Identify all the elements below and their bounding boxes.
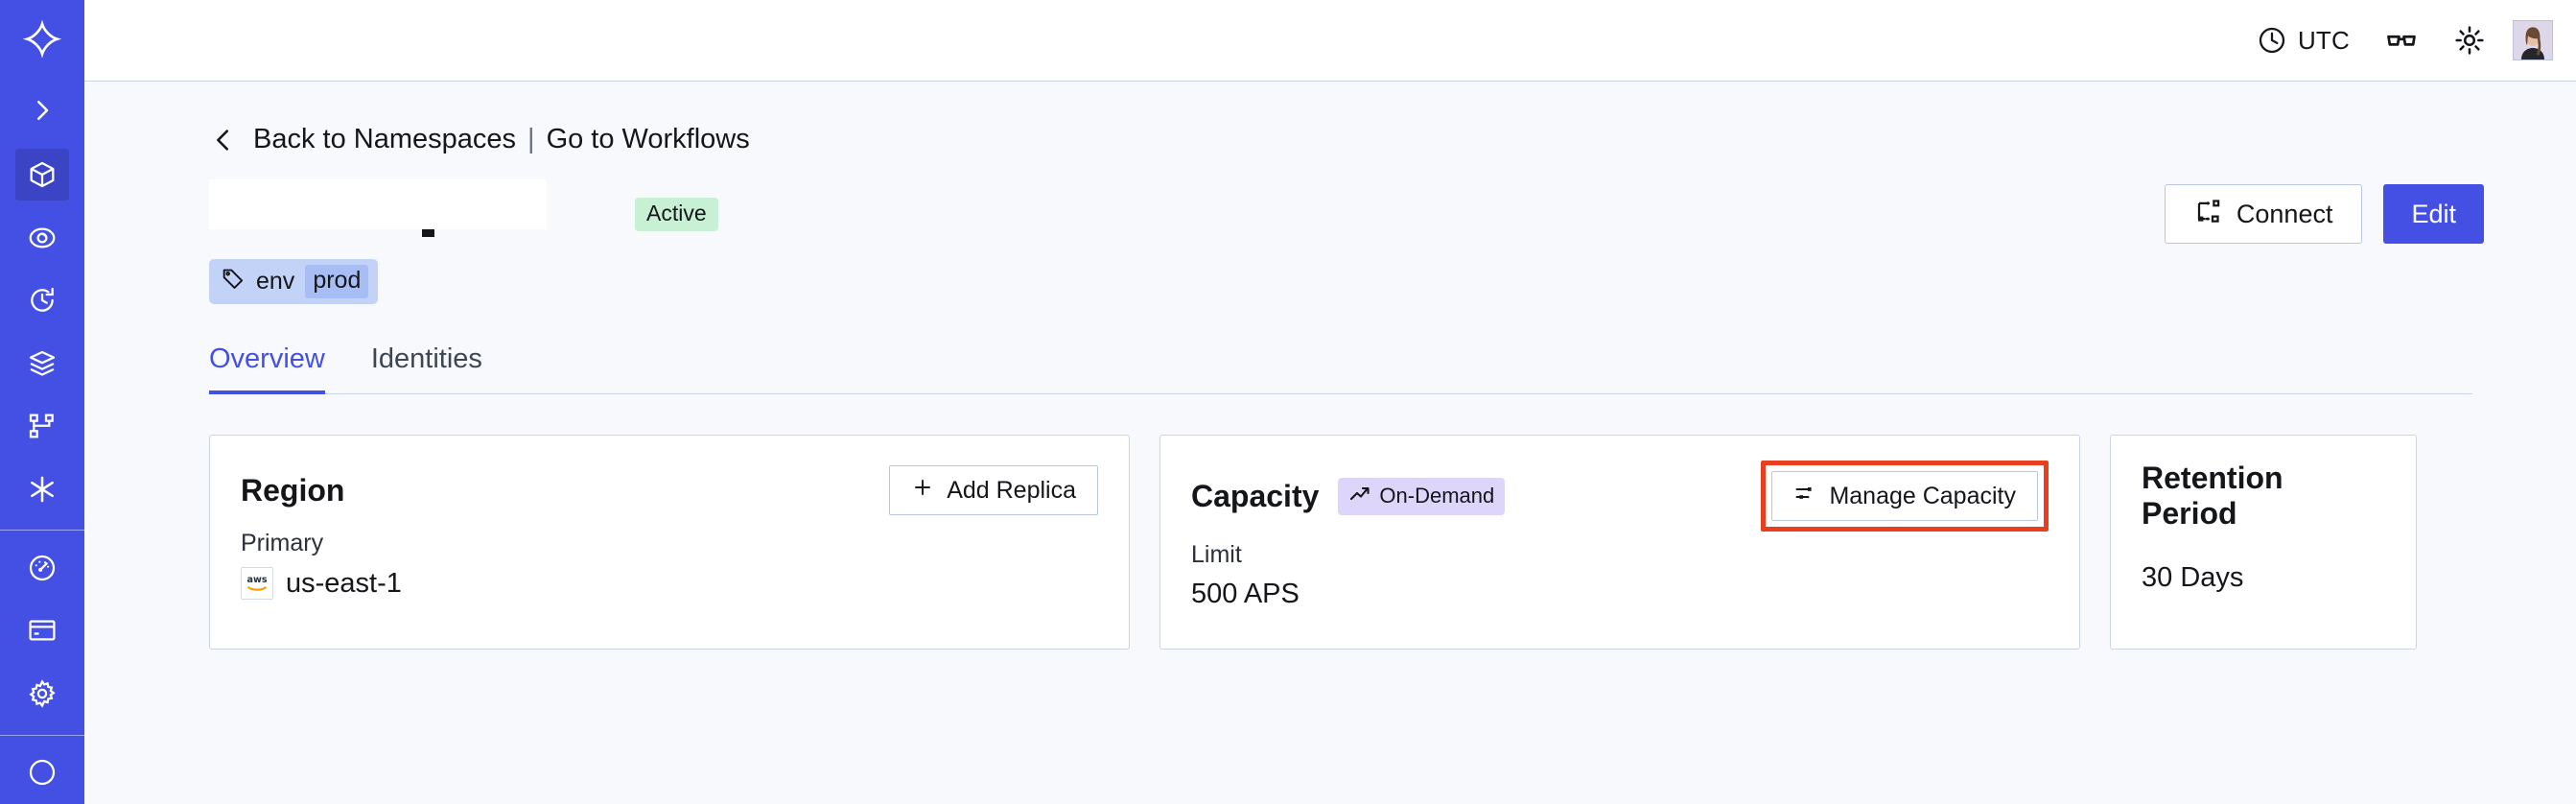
sidebar-divider-2 bbox=[0, 734, 84, 736]
tab-overview[interactable]: Overview bbox=[209, 343, 325, 394]
overview-cards: Region Add Replica bbox=[209, 435, 2484, 650]
add-replica-label: Add Replica bbox=[947, 476, 1076, 504]
expand-sidebar-button[interactable] bbox=[15, 84, 69, 135]
retention-card-title: Retention Period bbox=[2142, 461, 2283, 531]
tag-icon bbox=[221, 266, 246, 297]
tag-key: env bbox=[256, 268, 295, 295]
sidebar-item-settings[interactable] bbox=[15, 668, 69, 719]
app-logo[interactable] bbox=[0, 0, 84, 79]
region-primary-value-row: aws us-east-1 bbox=[241, 567, 1098, 600]
tab-identities[interactable]: Identities bbox=[370, 343, 482, 374]
title-redaction-artifact bbox=[422, 229, 434, 237]
manage-capacity-highlight: Manage Capacity bbox=[1761, 461, 2049, 532]
namespace-header-row: Active bbox=[209, 179, 2484, 244]
glasses-icon bbox=[2387, 35, 2416, 46]
capacity-mode-label: On-Demand bbox=[1379, 483, 1495, 508]
page-content: Back to Namespaces | Go to Workflows Act… bbox=[84, 82, 2576, 804]
tab-bar: Overview Identities bbox=[209, 343, 2472, 394]
namespace-actions: Connect Edit bbox=[2164, 184, 2484, 244]
go-to-workflows-link[interactable]: Go to Workflows bbox=[546, 124, 750, 154]
tag-value: prod bbox=[305, 265, 369, 298]
tag-env[interactable]: env prod bbox=[209, 259, 379, 304]
trending-up-glyph bbox=[1350, 486, 1370, 500]
region-card-header: Region Add Replica bbox=[241, 461, 1098, 520]
sliders-icon bbox=[1793, 482, 1816, 511]
region-card-title: Region bbox=[241, 472, 345, 508]
manage-capacity-label: Manage Capacity bbox=[1829, 482, 2016, 509]
connect-button[interactable]: Connect bbox=[2164, 184, 2363, 244]
chevron-left-icon bbox=[217, 129, 229, 151]
asterisk-icon bbox=[31, 476, 54, 502]
back-to-namespaces-link[interactable]: Back to Namespaces bbox=[253, 124, 517, 154]
add-replica-button[interactable]: Add Replica bbox=[889, 465, 1098, 515]
edit-button[interactable]: Edit bbox=[2383, 184, 2484, 244]
plus-icon bbox=[911, 476, 934, 506]
region-card: Region Add Replica bbox=[209, 435, 1130, 650]
sun-icon bbox=[2455, 26, 2484, 55]
help-circle-icon bbox=[29, 760, 56, 786]
capacity-limit-label: Limit bbox=[1191, 541, 1242, 568]
timezone-selector[interactable]: UTC bbox=[2239, 17, 2367, 63]
capacity-card-action: Manage Capacity bbox=[1761, 461, 2049, 532]
clock-icon bbox=[2259, 27, 2285, 54]
connect-flow-icon bbox=[2194, 197, 2223, 232]
plus-glyph bbox=[915, 479, 931, 495]
primary-sidebar bbox=[0, 0, 84, 804]
sidebar-divider-1 bbox=[0, 530, 84, 532]
namespace-tags: env prod bbox=[209, 259, 2484, 304]
history-clock-icon bbox=[31, 288, 54, 312]
gear-icon bbox=[29, 679, 56, 708]
capacity-card-header: Capacity On-Demand bbox=[1191, 461, 2049, 532]
sidebar-item-observability[interactable] bbox=[15, 212, 69, 263]
connect-flow-glyph bbox=[2197, 199, 2220, 223]
back-chevron-icon[interactable] bbox=[209, 126, 238, 154]
aws-logo-glyph: aws bbox=[246, 575, 268, 591]
trending-up-icon bbox=[1348, 483, 1371, 509]
breadcrumb-separator: | bbox=[527, 124, 535, 154]
region-card-action: Add Replica bbox=[889, 465, 1098, 515]
region-primary-value: us-east-1 bbox=[286, 567, 402, 599]
cube-icon bbox=[30, 162, 55, 188]
capacity-card-title: Capacity bbox=[1191, 478, 1320, 513]
main-column: UTC bbox=[84, 0, 2576, 804]
gauge-icon bbox=[29, 555, 56, 581]
top-header-bar: UTC bbox=[84, 0, 2576, 82]
sidebar-item-batch-operations[interactable] bbox=[15, 338, 69, 389]
sidebar-item-billing[interactable] bbox=[15, 605, 69, 656]
aws-logo-icon: aws bbox=[241, 567, 273, 600]
sidebar-item-schedules[interactable] bbox=[15, 274, 69, 325]
avatar-photo bbox=[2514, 21, 2552, 59]
theme-toggle-button[interactable] bbox=[2436, 17, 2503, 63]
namespace-title-wrap bbox=[209, 179, 631, 241]
sidebar-item-usage[interactable] bbox=[15, 542, 69, 593]
sliders-glyph bbox=[1795, 486, 1813, 499]
reading-mode-button[interactable] bbox=[2367, 17, 2436, 63]
timezone-label: UTC bbox=[2297, 25, 2350, 55]
retention-card-value: 30 Days bbox=[2142, 562, 2244, 593]
eye-icon bbox=[29, 227, 56, 248]
nodes-graph-icon bbox=[29, 414, 54, 438]
temporal-logo-icon bbox=[23, 20, 61, 59]
status-badge: Active bbox=[635, 197, 718, 231]
breadcrumb: Back to Namespaces | Go to Workflows bbox=[209, 124, 750, 155]
user-avatar[interactable] bbox=[2513, 20, 2553, 60]
sidebar-item-nexus[interactable] bbox=[15, 463, 69, 514]
title-redaction-overlay bbox=[209, 179, 547, 229]
capacity-card: Capacity On-Demand bbox=[1159, 435, 2080, 650]
svg-text:aws: aws bbox=[246, 575, 267, 585]
capacity-mode-badge: On-Demand bbox=[1338, 477, 1506, 515]
layers-icon bbox=[29, 350, 56, 376]
retention-card: Retention Period 30 Days bbox=[2110, 435, 2417, 650]
sidebar-item-namespaces[interactable] bbox=[15, 149, 69, 201]
region-primary-label: Primary bbox=[241, 530, 324, 556]
sidebar-item-help[interactable] bbox=[15, 747, 69, 798]
edit-button-label: Edit bbox=[2411, 199, 2456, 228]
sidebar-item-workflows[interactable] bbox=[15, 400, 69, 451]
tag-glyph bbox=[222, 269, 244, 289]
credit-card-icon bbox=[29, 620, 56, 641]
connect-button-label: Connect bbox=[2236, 199, 2333, 228]
capacity-limit-value: 500 APS bbox=[1191, 579, 1300, 609]
manage-capacity-button[interactable]: Manage Capacity bbox=[1771, 471, 2038, 521]
chevron-right-icon bbox=[37, 100, 49, 120]
